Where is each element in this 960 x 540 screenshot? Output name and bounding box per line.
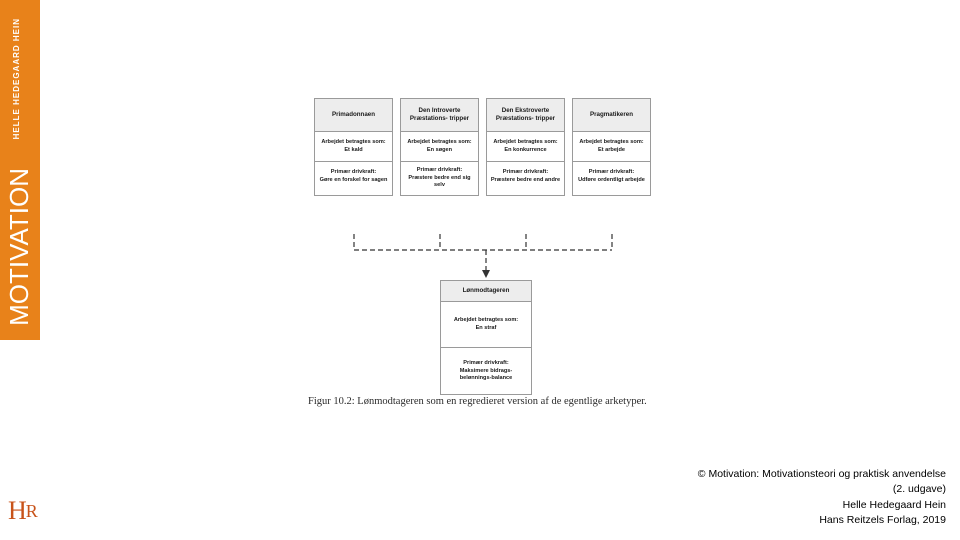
card-work-label: Arbejdet betragtes som: (453, 317, 519, 324)
card-work-label: Arbejdet betragtes som: (579, 138, 644, 145)
logo-letter-r: R (25, 501, 38, 521)
archetype-card-introverte-praestationstripper[interactable]: Den Introverte Præstations- tripper Arbe… (400, 98, 479, 196)
card-driver-section: Primær drivkraft: Maksimere bidrags-belø… (441, 348, 531, 394)
card-driver-label: Primær drivkraft: (463, 360, 509, 367)
spine-edition: 2. UDGAVE (13, 340, 22, 392)
card-driver-value: Gøre en forskel for sagen (319, 177, 388, 183)
card-work-label: Arbejdet betragtes som: (407, 138, 472, 145)
result-node: Lønmodtageren Arbejdet betragtes som: En… (440, 280, 532, 396)
card-work-value: En søgen (426, 146, 453, 153)
card-work-section: Arbejdet betragtes som: En konkurrence (487, 132, 564, 162)
card-work-section: Arbejdet betragtes som: Et arbejde (573, 132, 650, 162)
card-work-label: Arbejdet betragtes som: (493, 138, 558, 145)
card-work-label: Arbejdet betragtes som: (321, 138, 386, 145)
archetype-card-ekstroverte-praestationstripper[interactable]: Den Ekstroverte Præstations- tripper Arb… (486, 98, 565, 196)
spine-author: HELLE HEDEGAARD HEIN (12, 18, 21, 140)
card-driver-section: Primær drivkraft: Gøre en forskel for sa… (315, 162, 392, 192)
copyright-line-1: © Motivation: Motivationsteori og prakti… (697, 468, 946, 481)
card-driver-section: Primær drivkraft: Præstere bedre end sig… (401, 162, 478, 195)
card-work-value: Et kald (344, 146, 363, 153)
card-driver-label: Primær drivkraft: (416, 167, 463, 173)
card-driver-section: Primær drivkraft: Udføre ordentligt arbe… (573, 162, 650, 192)
archetype-card-primadonnaen[interactable]: Primadonnaen Arbejdet betragtes som: Et … (314, 98, 393, 196)
archetype-card-lonmodtageren[interactable]: Lønmodtageren Arbejdet betragtes som: En… (440, 280, 532, 396)
card-title: Den Ekstroverte Præstations- tripper (487, 99, 564, 132)
card-driver-section: Primær drivkraft: Præstere bedre end and… (487, 162, 564, 192)
copyright-line-2: (2. udgave) (892, 483, 946, 496)
card-title: Primadonnaen (315, 99, 392, 132)
card-work-value: En konkurrence (504, 146, 547, 153)
card-title: Lønmodtageren (441, 281, 531, 303)
publisher-logo: HR (8, 496, 38, 526)
card-driver-label: Primær drivkraft: (588, 169, 635, 176)
card-driver-label: Primær drivkraft: (502, 169, 549, 176)
book-spine: HELLE HEDEGAARD HEIN MOTIVATION 2. UDGAV… (0, 0, 40, 400)
card-work-section: Arbejdet betragtes som: Et kald (315, 132, 392, 162)
copyright-line-3: Helle Hedegaard Hein (842, 498, 946, 511)
copyright-line-4: Hans Reitzels Forlag, 2019 (819, 513, 946, 526)
card-title: Pragmatikeren (573, 99, 650, 132)
spine-background (0, 0, 40, 340)
card-driver-value: Maksimere bidrags-belønnings-balance (459, 367, 513, 382)
card-work-value: En straf (475, 324, 497, 331)
archetype-row: Primadonnaen Arbejdet betragtes som: Et … (314, 98, 651, 196)
figure-caption: Figur 10.2: Lønmodtageren som en regredi… (308, 396, 647, 407)
card-driver-value: Præstere bedre end andre (490, 177, 561, 183)
card-work-value: Et arbejde (597, 146, 626, 153)
card-title: Den Introverte Præstations- tripper (401, 99, 478, 132)
card-driver-value: Præstere bedre end sig selv (408, 174, 471, 189)
figure-diagram: Primadonnaen Arbejdet betragtes som: Et … (300, 98, 660, 438)
archetype-card-pragmatikeren[interactable]: Pragmatikeren Arbejdet betragtes som: Et… (572, 98, 651, 196)
copyright-block: © Motivation: Motivationsteori og prakti… (698, 467, 946, 528)
spine-title: MOTIVATION (4, 168, 34, 326)
card-driver-label: Primær drivkraft: (330, 169, 377, 176)
logo-letter-h: H (8, 496, 27, 525)
card-driver-value: Udføre ordentligt arbejde (578, 177, 645, 183)
card-work-section: Arbejdet betragtes som: En søgen (401, 132, 478, 162)
card-work-section: Arbejdet betragtes som: En straf (441, 302, 531, 349)
